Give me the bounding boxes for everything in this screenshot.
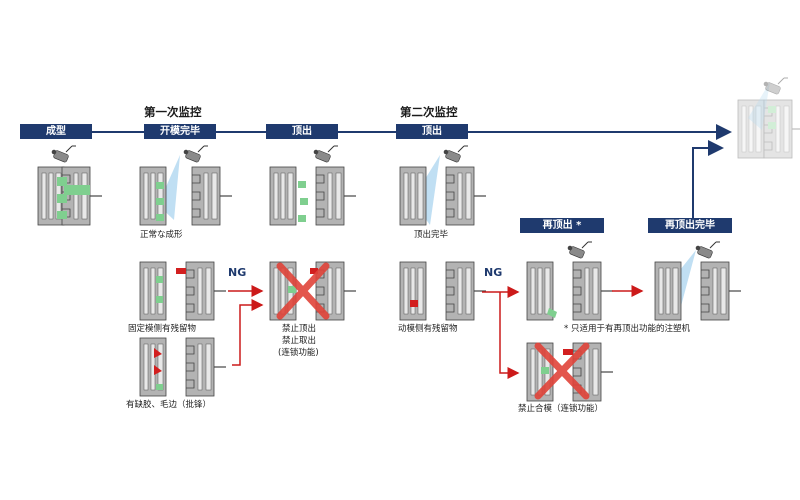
- camera-icon: [567, 241, 593, 260]
- mold-icon: [269, 166, 357, 226]
- ng-label: NG: [228, 266, 247, 279]
- title-second-monitor: 第二次监控: [400, 105, 458, 119]
- caption-normal: 正常な成形: [140, 230, 183, 240]
- camera-icon: [313, 145, 339, 164]
- header-molding: 成型: [20, 124, 92, 139]
- mold-icon: [654, 261, 742, 321]
- header-re-eject-done: 再顶出完毕: [648, 218, 732, 233]
- camera-icon: [183, 145, 209, 164]
- caption-forbid-eject: 禁止顶出: [282, 324, 317, 334]
- camera-icon: [695, 241, 721, 260]
- mold-icon: [526, 342, 614, 402]
- cross-icon: [534, 342, 590, 400]
- caption-moving-residue: 动模侧有残留物: [398, 324, 458, 334]
- mold-icon: [139, 261, 227, 321]
- mold-icon: [37, 166, 103, 226]
- camera-icon: [51, 145, 77, 164]
- mold-icon: [399, 166, 487, 226]
- caption-forbid-close: 禁止合模（连锁功能）: [518, 404, 604, 414]
- mold-icon: [269, 261, 357, 321]
- camera-icon: [443, 145, 469, 164]
- caption-fixed-residue: 固定模侧有残留物: [128, 324, 197, 334]
- caption-forbid-remove: 禁止取出: [282, 336, 317, 346]
- header-eject: 顶出: [266, 124, 338, 139]
- header-re-eject: 再顶出 *: [520, 218, 604, 233]
- mold-icon: [139, 166, 233, 226]
- caption-eject-done: 顶出完毕: [414, 230, 449, 240]
- mold-icon: [737, 99, 800, 159]
- mold-icon: [399, 261, 487, 321]
- mold-icon: [139, 337, 227, 397]
- mold-icon: [526, 261, 614, 321]
- caption-note: * 只适用于有再顶出功能的注塑机: [564, 324, 690, 334]
- ng-label: NG: [484, 266, 503, 279]
- header-eject-2: 顶出: [396, 124, 468, 139]
- cross-icon: [276, 262, 330, 320]
- header-mold-open: 开模完毕: [144, 124, 216, 139]
- caption-interlock: (连锁功能): [278, 348, 319, 358]
- caption-short-flash: 有缺胶、毛边（批锋）: [126, 400, 212, 410]
- title-first-monitor: 第一次监控: [144, 105, 202, 119]
